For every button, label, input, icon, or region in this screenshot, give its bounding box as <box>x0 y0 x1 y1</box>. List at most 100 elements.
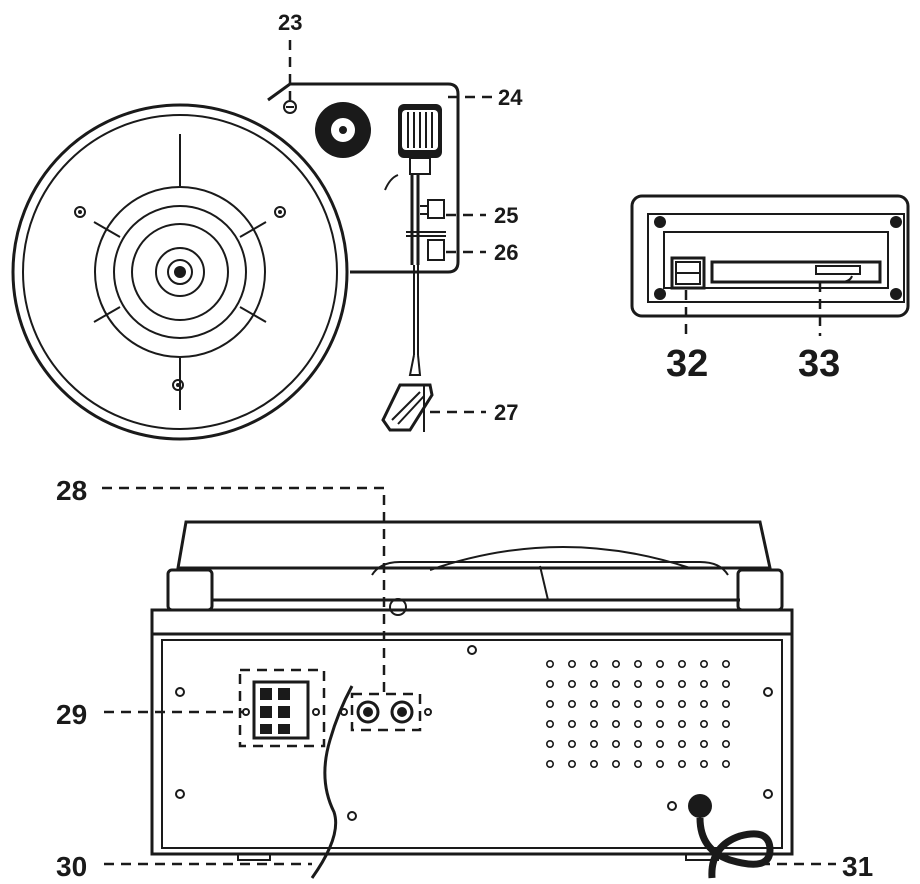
card-slot <box>710 260 882 284</box>
grille-hole <box>655 719 664 728</box>
rpm-adapter-icon <box>315 102 371 158</box>
grille-hole <box>545 699 554 708</box>
grille-hole <box>677 659 686 668</box>
callout-27: 27 <box>494 400 518 425</box>
rear-view <box>150 520 794 879</box>
side-panel-inner <box>647 213 905 303</box>
spindle-hub <box>155 247 205 297</box>
grille-hole <box>633 719 642 728</box>
grille-hole <box>567 739 576 748</box>
grille-hole <box>545 659 554 668</box>
grille-hole <box>633 759 642 768</box>
grille-hole <box>633 659 642 668</box>
grille-hole <box>655 759 664 768</box>
callout-28: 28 <box>56 475 87 506</box>
headshell <box>381 383 434 432</box>
callout-33: 33 <box>798 343 840 385</box>
grille-hole <box>633 699 642 708</box>
grille-hole <box>721 719 730 728</box>
top-callouts: 23 24 25 26 27 <box>278 10 523 425</box>
grille-hole <box>589 759 598 768</box>
grille-hole <box>677 699 686 708</box>
callout-23: 23 <box>278 10 302 35</box>
grille-hole <box>611 719 620 728</box>
grille-hole <box>699 759 708 768</box>
grille-hole <box>655 739 664 748</box>
grille-hole <box>699 699 708 708</box>
grille-hole <box>721 759 730 768</box>
grille-hole <box>589 739 598 748</box>
grille-hole <box>699 739 708 748</box>
grille-hole <box>721 659 730 668</box>
grille-hole <box>677 759 686 768</box>
platter-inner-rim <box>22 114 338 430</box>
side-panel-view <box>630 194 910 318</box>
grille-hole <box>567 699 576 708</box>
dust-cover <box>176 520 772 570</box>
side-callouts: 32 33 <box>666 282 840 385</box>
platter-ring-inner <box>131 223 229 321</box>
mounting-screw-icon <box>283 100 297 114</box>
grille-hole <box>567 759 576 768</box>
speaker-grille <box>545 659 730 768</box>
grille-hole <box>633 739 642 748</box>
grille-hole <box>611 659 620 668</box>
rear-panel-screws <box>175 645 773 821</box>
arm-rest <box>427 239 445 261</box>
grille-hole <box>633 679 642 688</box>
power-switch-icon <box>670 256 706 290</box>
grille-hole <box>611 759 620 768</box>
grille-hole <box>589 679 598 688</box>
grille-hole <box>699 659 708 668</box>
turntable-top-view <box>11 82 460 441</box>
grille-hole <box>677 679 686 688</box>
platter-screws <box>74 206 286 391</box>
grille-hole <box>567 719 576 728</box>
grille-hole <box>611 739 620 748</box>
grille-hole <box>677 719 686 728</box>
rear-callouts: 28 29 30 31 <box>56 475 873 882</box>
grille-hole <box>655 699 664 708</box>
rca-output-jacks-icon <box>340 692 432 732</box>
platter-ring-mid <box>113 205 247 339</box>
callout-25: 25 <box>494 203 518 228</box>
grille-hole <box>699 679 708 688</box>
grille-hole <box>699 719 708 728</box>
cabinet-top-rail <box>150 608 794 636</box>
grille-hole <box>589 699 598 708</box>
grille-hole <box>721 739 730 748</box>
grille-hole <box>611 699 620 708</box>
cue-lever <box>427 199 445 219</box>
grille-hole <box>567 679 576 688</box>
power-cord-icon <box>688 794 774 879</box>
grille-hole <box>611 679 620 688</box>
grille-hole <box>655 659 664 668</box>
callout-30: 30 <box>56 851 87 882</box>
grille-hole <box>677 739 686 748</box>
platter-spokes <box>93 134 267 410</box>
cabinet-body <box>150 632 794 856</box>
tonearm <box>381 174 446 432</box>
callout-29: 29 <box>56 699 87 730</box>
callout-26: 26 <box>494 240 518 265</box>
right-hinge <box>736 568 784 612</box>
tonearm-pivot <box>384 104 442 191</box>
spindle-ring <box>167 259 193 285</box>
callout-31: 31 <box>842 851 873 882</box>
grille-hole <box>589 719 598 728</box>
callout-32: 32 <box>666 343 708 385</box>
speaker-terminals-icon <box>238 668 326 748</box>
left-hinge <box>166 568 214 612</box>
grille-hole <box>545 759 554 768</box>
grille-hole <box>721 699 730 708</box>
grille-hole <box>545 719 554 728</box>
grille-hole <box>545 679 554 688</box>
grille-hole <box>721 679 730 688</box>
side-panel-frame <box>630 194 910 318</box>
spindle-icon <box>174 266 186 278</box>
grille-hole <box>589 659 598 668</box>
platter-ring-outer <box>94 186 266 358</box>
callout-24: 24 <box>498 85 523 110</box>
grille-hole <box>655 679 664 688</box>
